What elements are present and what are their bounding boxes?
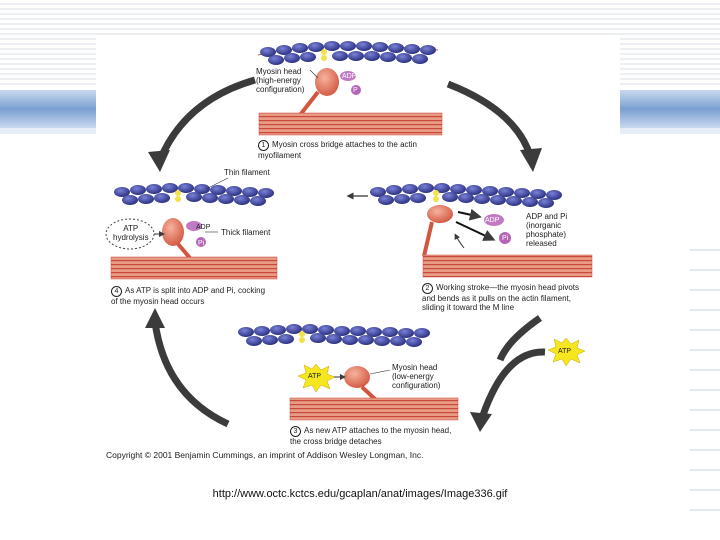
step3-myosin-head-label: Myosin head (low-energy configuration): [392, 363, 441, 390]
step3-atp-starburst: [297, 363, 336, 393]
step3-caption-text: As new ATP attaches to the myosin head, …: [290, 426, 452, 446]
step3-actin-filament: [238, 324, 430, 347]
cycle-arrow-head: [470, 412, 492, 432]
step1-thick-filament: [258, 112, 443, 136]
step1-myosin-head: [315, 68, 339, 96]
atp-input-starburst: [547, 337, 586, 367]
step4-adp-molecule: [186, 221, 202, 231]
cycle-arrow-bottom-right: [478, 348, 546, 420]
step4-caption-text: As ATP is split into ADP and Pi, cocking…: [111, 286, 266, 306]
thin-filament-label: Thin filament: [224, 168, 270, 177]
step2-actin-filament: [370, 183, 562, 208]
step3-thick-filament: [289, 397, 459, 421]
copyright-notice: Copyright © 2001 Benjamin Cummings, an i…: [106, 450, 424, 460]
step4-p-label: Pi: [198, 240, 205, 247]
source-url: http://www.octc.kctcs.edu/gcaplan/anat/i…: [212, 488, 508, 500]
step2-number: 2: [422, 283, 433, 294]
step4-phosphate: [196, 237, 206, 247]
cycle-arrow-head: [148, 150, 170, 172]
cycle-arrow-top-left: [156, 76, 256, 162]
step3-number: 3: [290, 426, 301, 437]
step1-adp-molecule: [340, 71, 356, 81]
step1-adp-label: ADP: [342, 73, 357, 80]
atp-input-label: ATP: [558, 348, 572, 355]
step1-p-label: P: [353, 87, 358, 94]
step1-phosphate: [351, 85, 361, 95]
step1-caption-text: Myosin cross bridge attaches to the acti…: [258, 140, 417, 160]
step1-number: 1: [258, 140, 269, 151]
step2-phosphate: [499, 232, 511, 244]
thick-filament-label: Thick filament: [221, 228, 271, 237]
step4-actin-filament: [114, 183, 274, 206]
step3-atp-label: ATP: [308, 373, 322, 380]
cycle-arrow-head: [145, 308, 165, 328]
step4-adp-label: ADP: [196, 224, 211, 231]
step4-number: 4: [111, 286, 122, 297]
step4-thick-filament: [110, 256, 278, 280]
step4-myosin-head: [162, 218, 184, 246]
step3-myosin-head: [344, 366, 370, 388]
step2-myosin-head: [427, 205, 453, 223]
step2-adp-label: ADP: [485, 217, 500, 224]
step2-p-label: Pi: [502, 235, 509, 242]
step2-caption-text: Working stroke—the myosin head pivots an…: [422, 283, 580, 312]
step2-thick-filament: [422, 254, 593, 278]
cycle-arrow-bottom-left: [151, 321, 230, 428]
step1-actin-filament: [257, 41, 439, 65]
cycle-arrow-head: [520, 148, 542, 172]
atp-hydrolysis-label: ATP hydrolysis: [113, 224, 149, 242]
step2-adp-molecule: [484, 214, 504, 226]
step2-release-label: ADP and Pi (inorganic phosphate) release…: [526, 212, 568, 248]
cycle-arrow-top-right: [446, 80, 534, 157]
step1-myosin-head-label: Myosin head (high-energy configuration): [256, 67, 305, 94]
